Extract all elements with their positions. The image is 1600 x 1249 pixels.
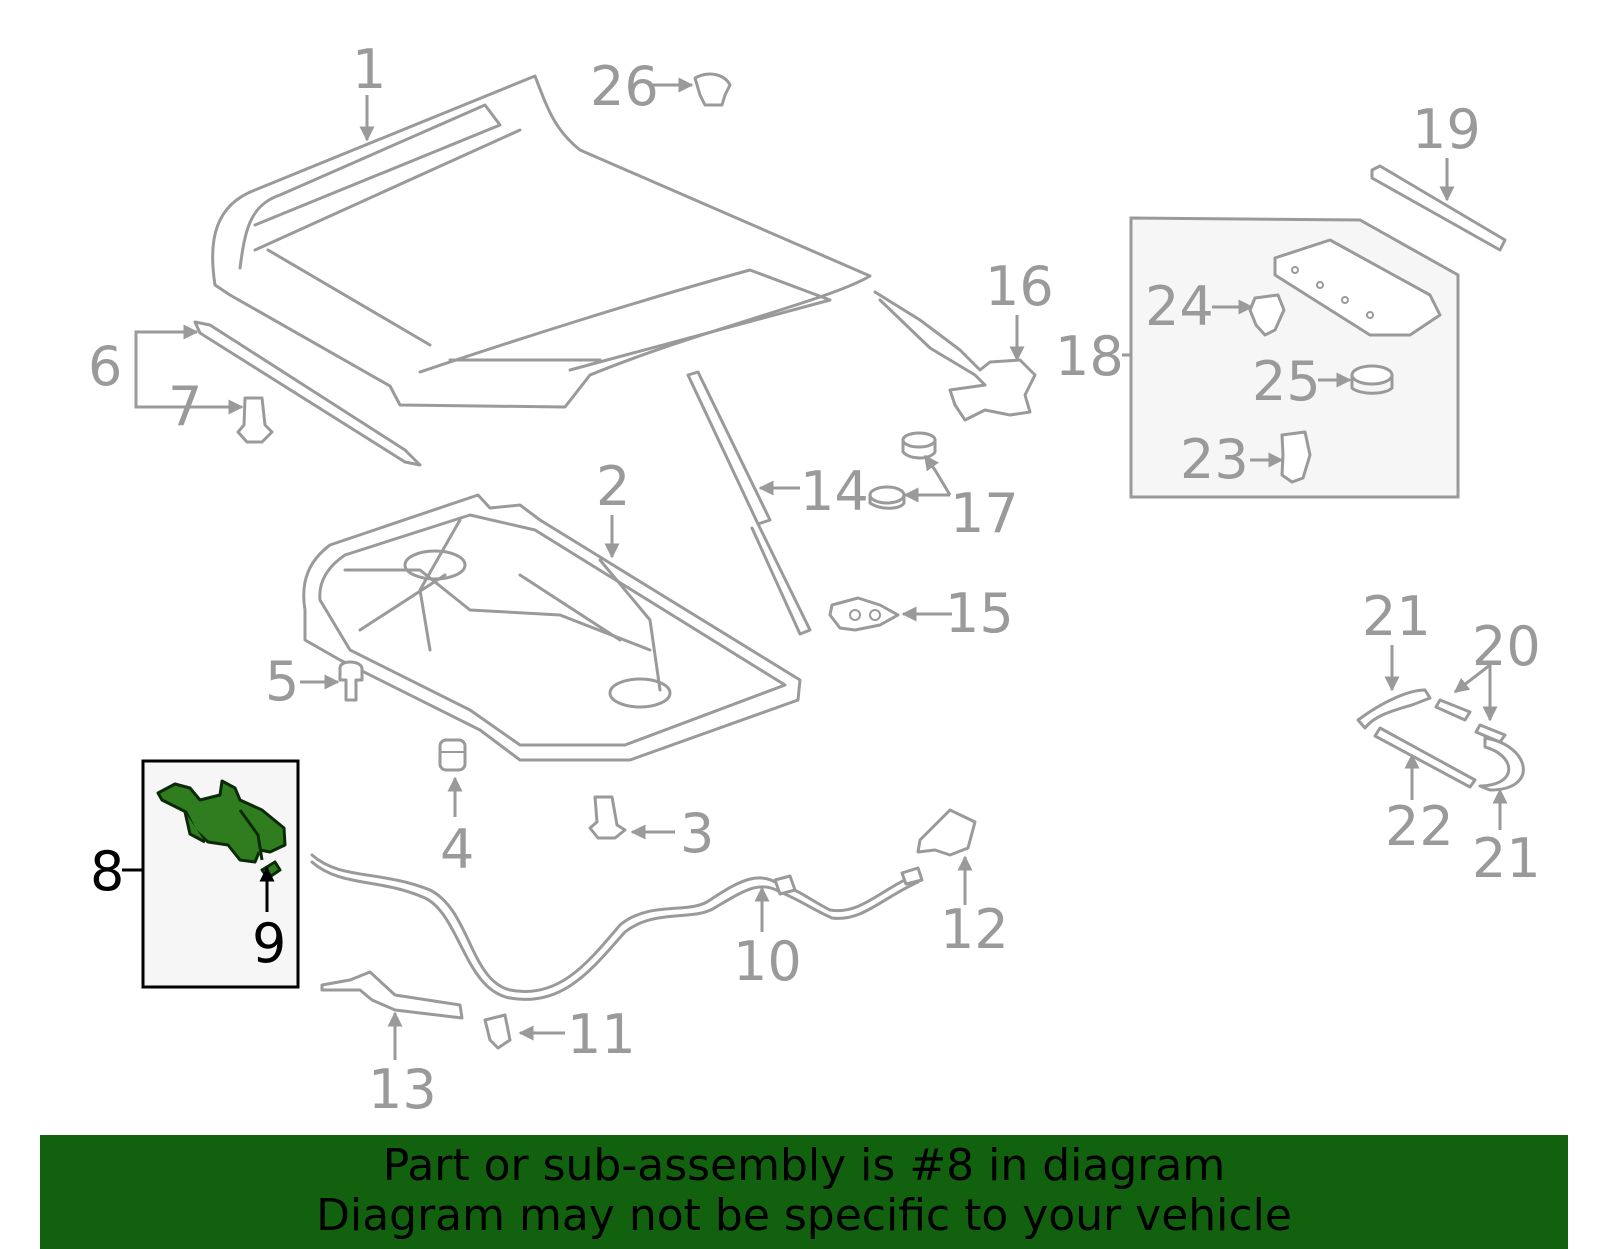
callout-2: 2 <box>596 455 630 518</box>
banner-line-1: Part or sub-assembly is #8 in diagram <box>382 1140 1226 1191</box>
callout-12: 12 <box>940 898 1009 961</box>
callout-15: 15 <box>945 582 1014 645</box>
seal-19 <box>1370 164 1507 252</box>
clip-11 <box>483 1013 512 1050</box>
callout-25: 25 <box>1252 350 1321 413</box>
callout-3: 3 <box>680 802 714 865</box>
release-handle-12 <box>916 808 977 857</box>
callout-23: 23 <box>1180 428 1249 491</box>
bracket-15 <box>828 596 900 632</box>
callout-10: 10 <box>733 930 802 993</box>
callout-7: 7 <box>168 375 202 438</box>
callout-20: 20 <box>1472 615 1541 678</box>
callout-24: 24 <box>1145 275 1214 338</box>
callout-21-top: 21 <box>1362 585 1431 648</box>
banner-line-2: Diagram may not be specific to your vehi… <box>316 1190 1292 1241</box>
hood-seal-6 <box>193 320 422 467</box>
cushion-5 <box>338 660 364 702</box>
callout-6: 6 <box>88 335 122 398</box>
support-rod-14 <box>686 370 812 636</box>
callout-18: 18 <box>1055 325 1124 388</box>
push-clip-3 <box>588 795 627 840</box>
seal-kit-20-21-22 <box>1356 688 1525 792</box>
callout-4: 4 <box>440 818 474 881</box>
callout-1: 1 <box>352 38 386 101</box>
hood-panel <box>211 74 872 409</box>
release-cable-10 <box>310 853 924 1001</box>
leader-lines <box>122 77 1508 1060</box>
callout-13: 13 <box>368 1058 437 1121</box>
cushion-17 <box>868 431 937 510</box>
clip-26 <box>693 72 732 107</box>
callout-19: 19 <box>1412 98 1481 161</box>
callout-26: 26 <box>590 55 659 118</box>
callout-16: 16 <box>985 255 1054 318</box>
hood-inner-panel <box>302 493 802 762</box>
insulator-18 <box>1273 238 1442 337</box>
callout-8: 8 <box>90 840 124 903</box>
callout-labels: 1 2 3 4 5 6 7 8 9 10 11 12 13 14 15 16 1… <box>88 38 1541 1121</box>
callout-22: 22 <box>1385 795 1454 858</box>
info-banner: Part or sub-assembly is #8 in diagram Di… <box>40 1135 1568 1249</box>
callout-11: 11 <box>567 1003 636 1066</box>
callout-5: 5 <box>265 650 299 713</box>
bracket-13 <box>320 970 464 1020</box>
callout-9: 9 <box>252 912 286 975</box>
callout-21-bottom: 21 <box>1472 827 1541 890</box>
callout-17: 17 <box>950 482 1019 545</box>
clip-7 <box>236 396 274 444</box>
washer-25 <box>1350 364 1394 395</box>
cushion-4 <box>438 738 467 772</box>
callout-14: 14 <box>800 460 869 523</box>
hood-hinge-16 <box>873 290 1037 422</box>
